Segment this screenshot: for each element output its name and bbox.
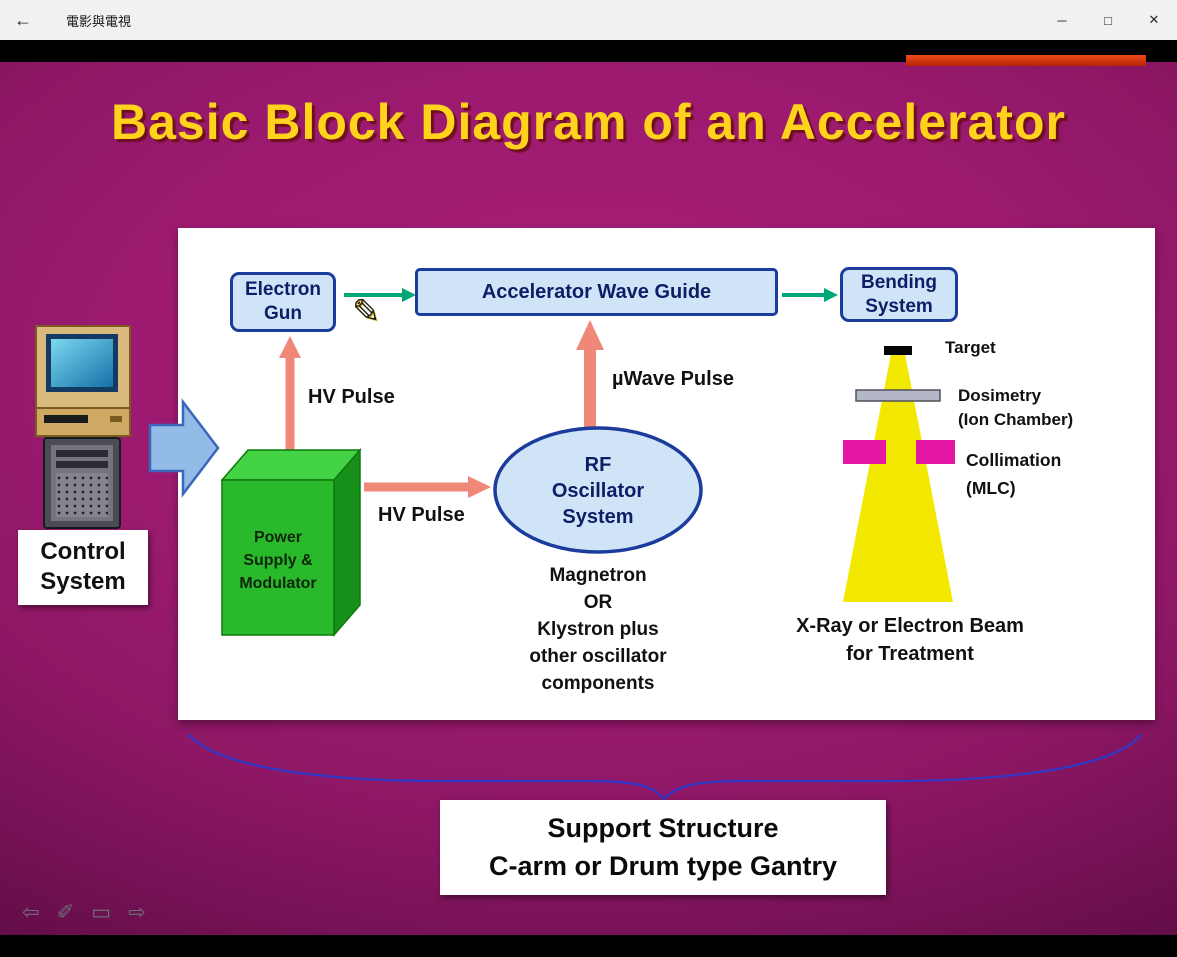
computer-tower-icon — [43, 437, 121, 529]
oscillator-note-label: Magnetron OR Klystron plus other oscilla… — [486, 562, 710, 697]
treatment-beam-label: X-Ray or Electron Beam for Treatment — [780, 612, 1040, 668]
back-icon: ← — [14, 9, 32, 30]
arrow-hv-pulse-right-icon — [364, 476, 491, 498]
oscillator-note-line2: OR — [583, 592, 613, 613]
wave-guide-label: Accelerator Wave Guide — [481, 280, 712, 303]
annotation-toolbar: ⇦ ✐ ▭ ⇨ — [22, 900, 146, 925]
control-system-line2: System — [40, 568, 126, 595]
treatment-line1: X-Ray or Electron Beam — [796, 615, 1024, 637]
oscillator-note-line1: Magnetron — [549, 565, 647, 586]
wave-guide-box: Accelerator Wave Guide — [415, 268, 778, 316]
window-title: 電影與電視 — [66, 13, 132, 29]
minimize-icon: ─ — [1057, 12, 1067, 28]
red-progress-bar — [906, 55, 1146, 66]
control-system-box: Control System — [18, 530, 148, 605]
rf-line2: Oscillator — [551, 480, 645, 502]
rf-oscillator-label: RF Oscillator System — [495, 452, 701, 530]
close-icon: ✕ — [1148, 12, 1160, 27]
power-supply-line3: Modulator — [239, 575, 317, 592]
bending-line1: Bending — [861, 271, 937, 293]
slide: Basic Block Diagram of an Accelerator — [0, 62, 1177, 935]
slide-title: Basic Block Diagram of an Accelerator — [111, 94, 1066, 150]
power-supply-box-shape — [220, 447, 362, 638]
maximize-icon: □ — [1104, 12, 1112, 28]
support-structure-box: Support Structure C-arm or Drum type Gan… — [440, 800, 886, 895]
oscillator-note-line4: other oscillator — [529, 646, 667, 667]
minimize-button[interactable]: ─ — [1039, 0, 1085, 40]
control-system-line1: Control — [40, 538, 126, 565]
dosimetry-shape — [855, 389, 941, 402]
maximize-button[interactable]: □ — [1085, 0, 1131, 40]
window-controls: ─ □ ✕ — [1039, 0, 1177, 40]
rf-line1: RF — [584, 454, 612, 476]
rf-line3: System — [562, 506, 634, 528]
support-brace-line — [187, 733, 1143, 801]
dosimetry-label: Dosimetry (Ion Chamber) — [958, 384, 1073, 432]
arrow-gun-to-waveguide-icon — [344, 288, 416, 302]
mlc-shape — [843, 440, 955, 464]
collimation-line2: (MLC) — [966, 478, 1016, 498]
next-arrow-icon[interactable]: ⇨ — [128, 901, 146, 924]
pen-tool-icon[interactable]: ✐ — [56, 901, 75, 924]
titlebar: ← 電影與電視 ─ □ ✕ — [0, 0, 1177, 40]
oscillator-note-line3: Klystron plus — [537, 619, 659, 640]
oscillator-note-line5: components — [541, 673, 655, 694]
treatment-line2: for Treatment — [846, 643, 974, 665]
collimation-label: Collimation (MLC) — [966, 446, 1061, 502]
bending-line2: System — [865, 295, 933, 317]
power-supply-line2: Supply & — [243, 552, 313, 569]
power-supply-label: Power Supply & Modulator — [224, 526, 332, 595]
uwave-pulse-label: µWave Pulse — [612, 368, 734, 390]
hv-pulse-bottom-label: HV Pulse — [378, 504, 465, 526]
target-shape — [884, 346, 912, 355]
electron-gun-line1: Electron — [244, 279, 322, 300]
dosimetry-line1: Dosimetry — [958, 386, 1042, 405]
support-line1: Support Structure — [547, 813, 779, 843]
power-supply-line1: Power — [253, 529, 302, 546]
rf-oscillator-ellipse — [493, 426, 703, 554]
arrow-hv-pulse-up-icon — [279, 336, 301, 464]
arrow-uwave-pulse-up-icon — [576, 320, 604, 428]
electron-gun-line2: Gun — [264, 303, 302, 324]
target-label: Target — [945, 338, 996, 357]
screen-tool-icon[interactable]: ▭ — [91, 901, 112, 924]
beam-shape — [843, 354, 953, 602]
collimation-line1: Collimation — [966, 450, 1062, 470]
pencil-cursor-icon: ✎ — [352, 293, 381, 331]
dosimetry-line2: (Ion Chamber) — [958, 410, 1074, 429]
monitor-icon — [35, 325, 131, 437]
bending-system-box: Bending System — [840, 267, 958, 322]
diagram-graphics — [35, 288, 1143, 801]
support-line2: C-arm or Drum type Gantry — [488, 851, 838, 881]
previous-arrow-icon[interactable]: ⇦ — [22, 901, 40, 924]
back-button[interactable]: ← — [0, 0, 46, 40]
arrow-waveguide-to-bending-icon — [782, 288, 838, 302]
electron-gun-box: Electron Gun — [230, 272, 336, 332]
close-button[interactable]: ✕ — [1131, 0, 1177, 40]
hv-pulse-top-label: HV Pulse — [308, 386, 395, 408]
control-to-power-arrow-icon — [148, 398, 220, 498]
